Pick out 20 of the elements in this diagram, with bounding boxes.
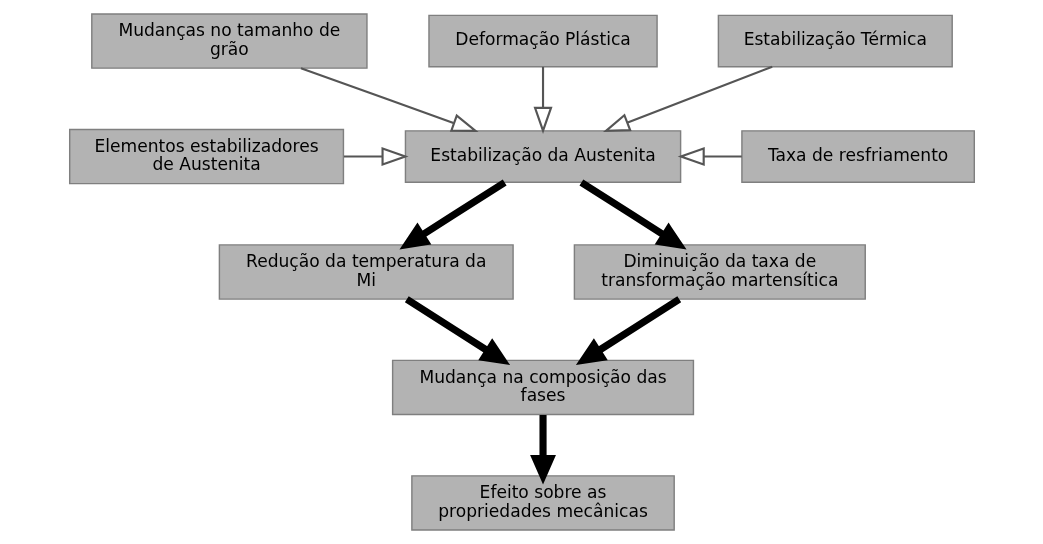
node-box: Elementos estabilizadores de Austenita	[68, 128, 344, 185]
node-box: Redução da temperatura da Mi	[218, 244, 514, 300]
node-box: Taxa de resfriamento	[740, 130, 975, 183]
node-box: Mudança na composição das fases	[391, 359, 694, 416]
node-box: Deformação Plástica	[427, 14, 658, 68]
arrow	[575, 296, 681, 366]
arrow	[677, 147, 742, 166]
node-box: Estabilização Térmica	[717, 14, 953, 68]
arrow	[404, 296, 510, 366]
arrow	[533, 66, 552, 134]
arrow	[300, 67, 479, 132]
arrow	[343, 147, 409, 166]
arrow	[399, 179, 507, 250]
arrow	[529, 415, 556, 485]
node-box: Mudanças no tamanho de grão	[90, 13, 368, 69]
arrow	[578, 179, 687, 250]
node-box: Diminuição da taxa de transformação martensítica	[573, 244, 866, 300]
arrow	[602, 65, 773, 132]
node-box: Estabilização da Austenita	[404, 130, 681, 183]
node-box: Efeito sobre as propriedades mecânicas	[410, 475, 675, 531]
